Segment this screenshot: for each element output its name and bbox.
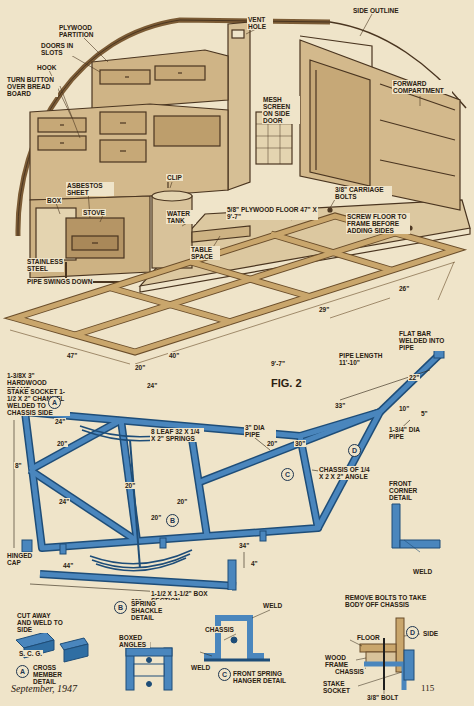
callout-label: 30" [294,440,306,447]
callout-label: 40" [168,352,180,359]
callout-label: 20" [266,440,278,447]
callout-label: 34" [238,542,250,549]
callout-label: 5" [420,410,429,417]
detail-callout-circle: A [48,396,61,409]
callout-label: SIDE [422,630,439,637]
callout-label: FRONT CORNER DETAIL [388,480,442,501]
callout-letter: C [222,671,227,678]
callout-letter: D [352,447,357,454]
callout-label: FRONT SPRING HANGER DETAIL [232,670,300,684]
detail-drawings [16,610,420,694]
callout-label: WELD [412,568,433,575]
callout-label: 29" [318,306,330,313]
callout-label: 20" [56,440,68,447]
callout-label: PIPE SWINGS DOWN [26,278,93,285]
detail-callout-circle: A [16,665,29,678]
callout-label: REMOVE BOLTS TO TAKE BODY OFF CHASSIS [344,594,428,608]
steel-chassis [14,348,444,596]
callout-label: CHASSIS [334,668,365,675]
callout-label: MESH SCREEN ON SIDE DOOR [262,96,300,124]
callout-letter: B [118,604,123,611]
callout-label: TABLE SPACE [190,246,220,260]
callout-label: ASBESTOS SHEET [66,182,114,196]
detail-callout-circle: C [281,468,294,481]
callout-label: CHASSIS [204,626,235,633]
callout-label: BOX [46,197,62,204]
callout-label: 1-3/4" DIA PIPE [388,426,430,440]
callout-label: 20" [124,482,136,489]
callout-label: SPRING SHACKLE DETAIL [130,600,182,621]
callout-label: BOXED ANGLES [118,634,150,648]
callout-label: FIG. 2 [270,378,303,390]
galley-cutaway [18,14,470,292]
callout-label: 26" [398,285,410,292]
callout-letter: B [170,517,175,524]
callout-label: WELD [262,602,283,609]
callout-label: 24" [146,382,158,389]
detail-callout-circle: C [218,668,231,681]
callout-label: SIDE OUTLINE [352,7,400,14]
callout-label: WELD [190,664,211,671]
callout-label: STAINLESS STEEL [26,258,64,272]
callout-letter: A [52,399,57,406]
callout-label: 33" [334,402,346,409]
detail-callout-circle: D [406,626,419,639]
callout-label: STOVE [82,209,106,216]
callout-label: 3/8" BOLT [366,694,399,701]
callout-label: 44" [62,562,74,569]
callout-label: SCREW FLOOR TO FRAME BEFORE ADDING SIDES [346,213,410,234]
callout-label: HOOK [36,64,58,71]
detail-callout-circle: B [114,601,127,614]
callout-label: 22" [408,374,420,381]
callout-label: 10" [398,405,410,412]
callout-label: WATER TANK [166,210,196,224]
callout-label: 9'-7" [270,360,286,367]
callout-label: 4" [250,560,259,567]
callout-label: 3/8" CARRIAGE BOLTS [334,186,392,200]
callout-label: 20" [176,498,188,505]
callout-label: 8 LEAF 32 X 1/4 X 2" SPRINGS [150,428,204,442]
callout-letter: A [20,668,25,675]
callout-label: FLOOR [356,634,381,641]
callout-label: 47" [66,352,78,359]
callout-label: VENT HOLE [247,16,273,30]
callout-label: PIPE LENGTH 11'-10" [338,352,390,366]
callout-label: CHASSIS OF 1/4 X 2 X 2" ANGLE [318,466,376,480]
callout-label: FLAT BAR WELDED INTO PIPE [398,330,448,351]
callout-label: 8" [14,462,23,469]
callout-label: 5/8" PLYWOOD FLOOR 47" X 9'-7" [226,206,318,220]
callout-label: September, 1947 [10,684,78,695]
callout-label: 3" DIA PIPE [244,424,276,438]
detail-callout-circle: B [166,514,179,527]
callout-label: S. C. G. [18,650,43,657]
callout-label: WOOD FRAME [324,654,356,668]
detail-callout-circle: D [348,444,361,457]
callout-letter: D [410,629,415,636]
callout-label: CUT AWAY AND WELD TO SIDE [16,612,64,633]
callout-label: 24" [54,418,66,425]
callout-label: PLYWOOD PARTITION [58,24,102,38]
callout-label: 20" [134,364,146,371]
callout-label: HINGED CAP [6,552,36,566]
callout-label: 115 [420,684,435,694]
callout-label: FORWARD COMPARTMENT [392,80,452,94]
callout-label: DOORS IN SLOTS [40,42,78,56]
callout-label: TURN BUTTON OVER BREAD BOARD [6,76,58,97]
callout-label: 24" [58,498,70,505]
callout-label: 20" [150,514,162,521]
callout-label: STAKE SOCKET [322,680,358,694]
callout-letter: C [285,471,290,478]
hardwood-frame [10,216,455,364]
callout-label: CROSS MEMBER DETAIL [32,664,78,685]
callout-label: CLIP [166,174,183,181]
